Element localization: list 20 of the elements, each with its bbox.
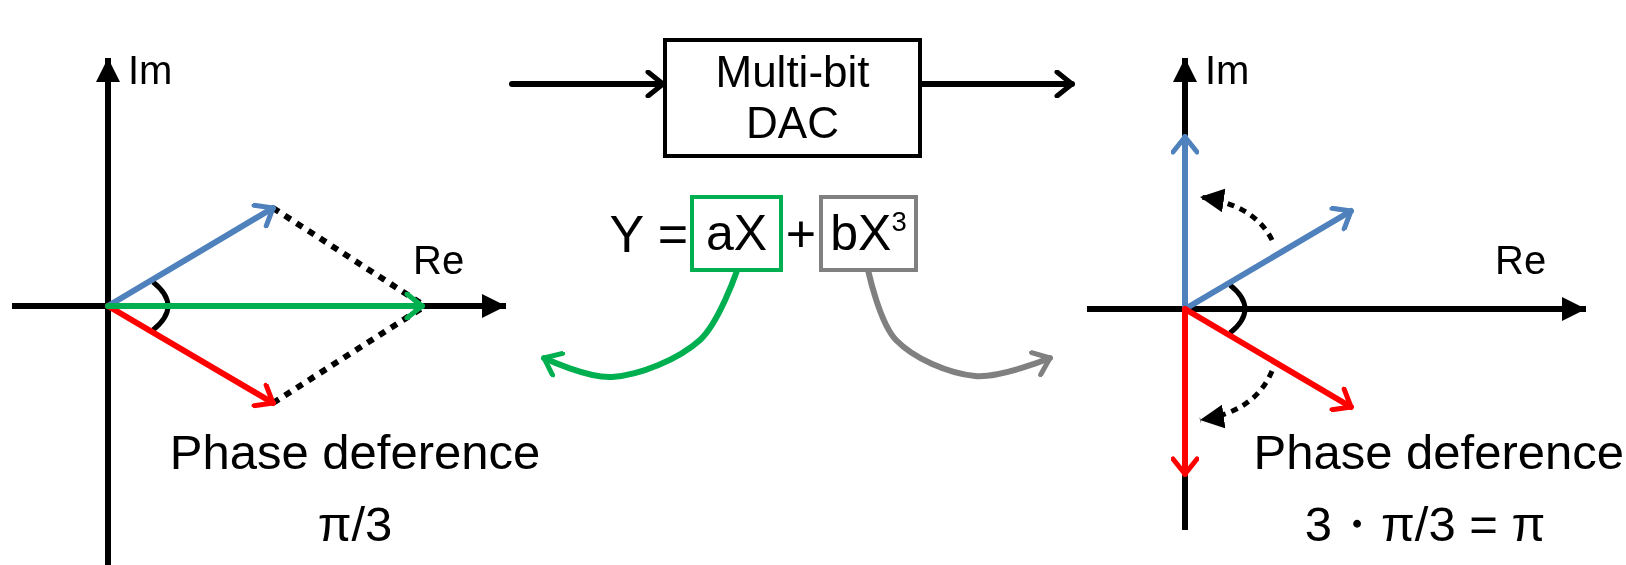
axis-label: Re [1495, 240, 1547, 280]
arrow [865, 269, 1053, 380]
arrow [509, 69, 666, 99]
axis-label: Im [128, 50, 173, 90]
caption-text: Phase deference [168, 428, 542, 477]
box-text: Multi-bit DAC [714, 47, 871, 149]
equation-text: + [784, 208, 818, 260]
arrow [919, 69, 1075, 99]
box-text: aX [705, 204, 768, 263]
equation-text: Y = [608, 208, 688, 260]
axis-label: Re [413, 240, 465, 280]
term-box [690, 195, 783, 272]
process-box [663, 38, 922, 158]
axis-label: Im [1205, 50, 1250, 90]
term-box [819, 195, 918, 272]
caption-text: Phase deference [1252, 428, 1624, 477]
box-text: bX$^{3}$ [830, 204, 907, 263]
caption-text: π/3 [316, 500, 394, 549]
arrow [541, 269, 740, 380]
caption-text: 3・π/3 = π [1303, 500, 1547, 549]
